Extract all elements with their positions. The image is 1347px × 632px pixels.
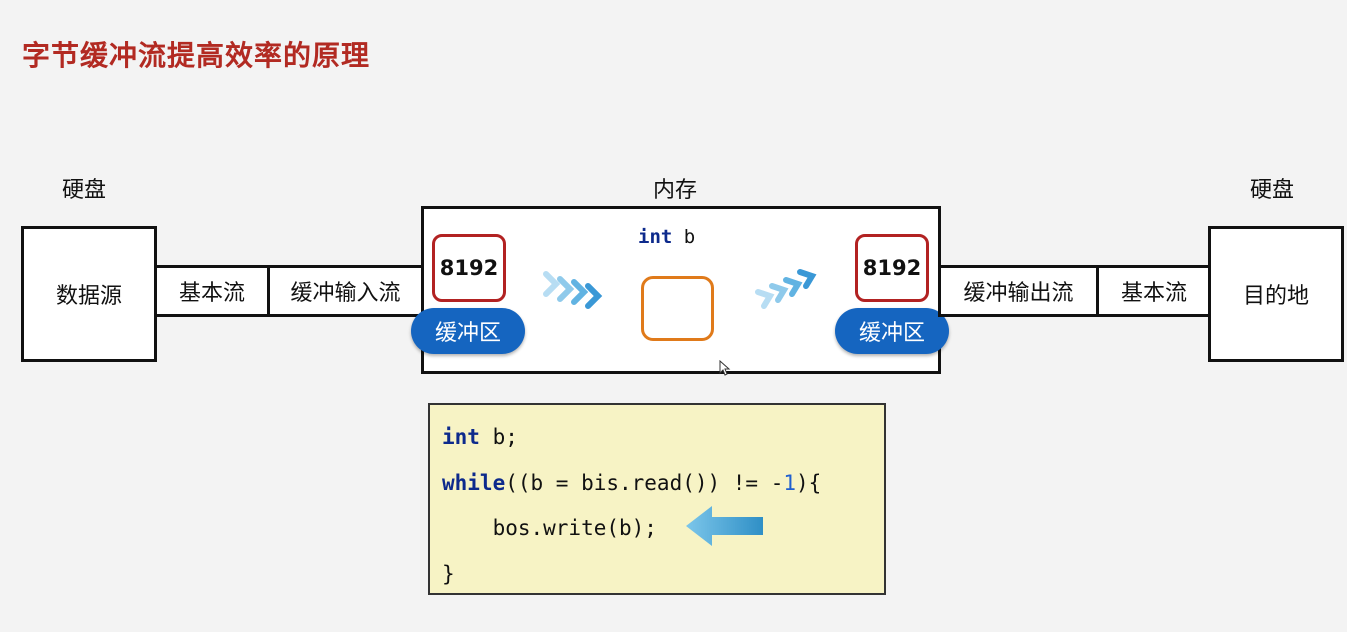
variable-declaration: int b (638, 226, 695, 248)
output-buffer-label: 缓冲区 (835, 308, 949, 354)
destination-box: 目的地 (1208, 226, 1344, 362)
variable-name: b (672, 226, 696, 248)
memory-label: 内存 (653, 178, 698, 203)
code-line-2-mid: ((b = bis.read()) != - (505, 471, 784, 495)
code-line-4: } (442, 562, 455, 586)
buffered-input-stream: 缓冲输入流 (267, 265, 424, 317)
code-line-2: while((b = bis.read()) != -1){ (442, 471, 821, 495)
basic-stream-right: 基本流 (1096, 265, 1212, 317)
code-while-keyword: while (442, 471, 506, 495)
page-title: 字节缓冲流提高效率的原理 (22, 39, 371, 72)
code-number-literal: 1 (783, 471, 797, 495)
code-line-3: bos.write(b); (442, 516, 657, 540)
output-buffer-size: 8192 (855, 234, 929, 302)
code-int-keyword: int (442, 425, 480, 449)
buffered-output-stream: 缓冲输出流 (938, 265, 1099, 317)
input-buffer-size: 8192 (432, 234, 506, 302)
code-block: int b; while((b = bis.read()) != -1){ bo… (428, 403, 886, 595)
code-line-2-end: ){ (796, 471, 822, 495)
basic-stream-left: 基本流 (154, 265, 270, 317)
pointer-arrow-icon (686, 506, 763, 546)
mouse-cursor-icon (719, 360, 731, 376)
code-line-1: int b; (442, 425, 518, 449)
chevrons-arrow-out (755, 269, 817, 309)
int-keyword: int (638, 226, 673, 248)
input-buffer-label: 缓冲区 (411, 308, 525, 354)
disk-right-label: 硬盘 (1250, 178, 1295, 203)
variable-b-box (641, 276, 714, 341)
disk-left-label: 硬盘 (62, 178, 107, 203)
data-source-box: 数据源 (21, 226, 157, 362)
code-line-1-rest: b; (479, 425, 518, 449)
chevrons-arrow-in (543, 271, 603, 309)
